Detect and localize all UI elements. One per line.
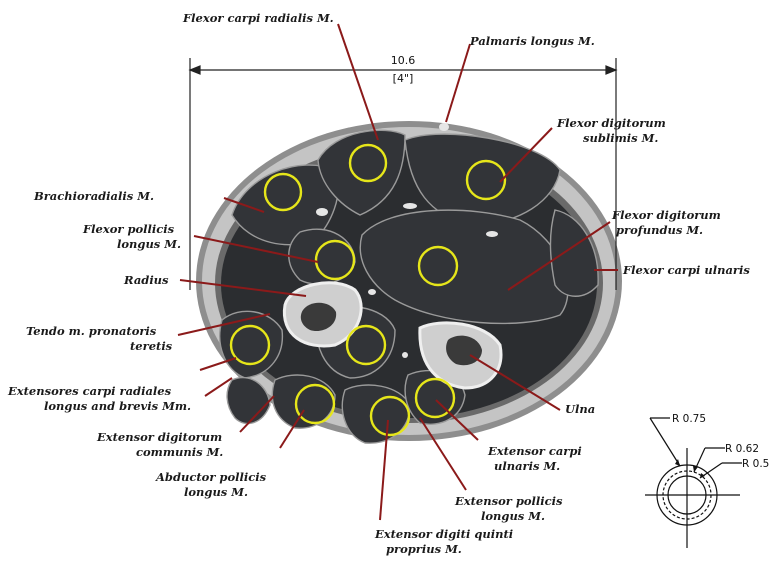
label-flexor-carpi-radialis: Flexor carpi radialis M.: [182, 11, 334, 25]
dimension-value: 10.6: [391, 54, 416, 67]
label-flexor-pollicis-longus: Flexor pollicis longus M.: [82, 222, 181, 251]
label-radius: Radius: [123, 273, 169, 287]
label-extensor-carpi-ulnaris: Extensor carpi ulnaris M.: [487, 444, 586, 473]
label-abductor-pollicis-longus: Abductor pollicis longus M.: [155, 470, 270, 499]
radius-label-middle: R 0.62: [725, 443, 759, 455]
label-flexor-carpi-ulnaris: Flexor carpi ulnaris: [622, 263, 750, 277]
label-ulna: Ulna: [565, 402, 595, 416]
radius-reference-symbol: R 0.75 R 0.62 R 0.5: [645, 413, 769, 548]
label-flexor-digitorum-sublimis: Flexor digitorum sublimis M.: [556, 116, 670, 145]
radius-label-outer: R 0.75: [672, 413, 706, 425]
label-palmaris-longus: Palmaris longus M.: [469, 34, 595, 48]
label-brachioradialis: Brachioradialis M.: [33, 189, 154, 203]
label-extensores-carpi-radiales: Extensores carpi radiales longus and bre…: [7, 384, 191, 413]
cross-section: [196, 121, 622, 443]
radius-label-inner: R 0.5: [742, 458, 769, 470]
label-extensor-digitorum-communis: Extensor digitorum communis M.: [96, 430, 226, 459]
dimension-inches: [4"]: [393, 72, 414, 85]
label-extensor-digiti-quinti: Extensor digiti quinti proprius M.: [374, 527, 517, 556]
label-tendo-pronatoris: Tendo m. pronatoris teretis: [26, 324, 173, 353]
label-flexor-digitorum-profundus: Flexor digitorum profundus M.: [611, 208, 725, 237]
label-extensor-pollicis-longus: Extensor pollicis longus M.: [454, 494, 567, 523]
